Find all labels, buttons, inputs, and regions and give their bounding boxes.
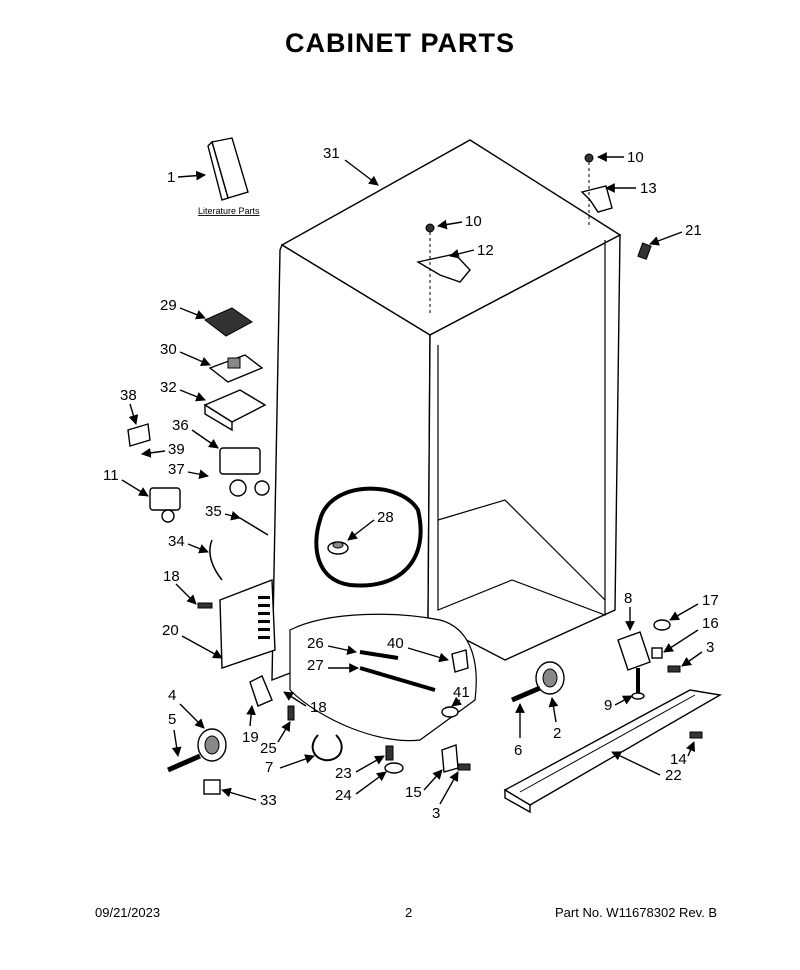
roller-axle-6 — [511, 685, 541, 703]
callout-7: 7 — [265, 759, 273, 776]
callout-38: 38 — [120, 387, 137, 404]
page-title: CABINET PARTS — [284, 28, 515, 58]
bracket-15 — [441, 744, 459, 773]
tube-34 — [209, 539, 223, 581]
callout-1: 1 — [167, 169, 175, 186]
callout-25: 25 — [260, 740, 277, 757]
literature-parts-label: Literature Parts — [198, 206, 260, 216]
callout-29: 29 — [160, 297, 177, 314]
callout-9: 9 — [604, 697, 612, 714]
callout-11: 11 — [103, 467, 119, 484]
callout-10-right: 10 — [627, 149, 644, 166]
callout-36: 36 — [172, 417, 189, 434]
callout-19: 19 — [242, 729, 259, 746]
roller-axle-5 — [166, 753, 202, 773]
screw-3-right — [667, 665, 681, 673]
water-valve-11 — [149, 487, 181, 523]
callout-23: 23 — [335, 765, 352, 782]
literature-booklet — [207, 137, 249, 201]
clip-24 — [384, 762, 404, 774]
tube-26 — [359, 650, 399, 660]
callout-40: 40 — [387, 635, 404, 652]
hinge-bracket-8 — [617, 631, 651, 671]
top-hinge-right — [580, 153, 613, 225]
drain-grommet-28 — [327, 541, 349, 555]
grommet-41 — [441, 706, 459, 718]
callout-31: 31 — [323, 145, 340, 162]
callout-34: 34 — [168, 533, 185, 550]
callout-18-center: 18 — [310, 699, 327, 716]
callout-18-left: 18 — [163, 568, 180, 585]
callout-33: 33 — [260, 792, 277, 809]
screw-18-left — [197, 602, 213, 609]
top-hinge-center — [416, 223, 471, 315]
cabinet-shell — [271, 139, 622, 742]
screw-14 — [689, 731, 703, 739]
callout-14: 14 — [670, 751, 687, 768]
drain-tube-7 — [311, 734, 343, 762]
footer-page-number: 2 — [405, 905, 413, 920]
footer-date: 09/21/2023 — [95, 905, 161, 920]
base-grille-22 — [503, 689, 723, 814]
callout-17: 17 — [702, 592, 719, 609]
screw-3-bottom — [457, 763, 471, 771]
callout-30: 30 — [160, 341, 177, 358]
callout-3-bottom: 3 — [432, 805, 440, 822]
callout-4: 4 — [168, 687, 176, 704]
control-board-30 — [208, 354, 264, 383]
control-cover-29 — [204, 307, 253, 337]
roller-4 — [197, 728, 227, 762]
callout-20: 20 — [162, 622, 179, 639]
callout-24: 24 — [335, 787, 352, 804]
screw-25 — [287, 705, 295, 721]
callouts: 1 31 10 13 21 10 12 29 30 32 38 36 39 37… — [103, 145, 719, 822]
callout-28: 28 — [377, 509, 394, 526]
hinge-pin-17 — [653, 619, 671, 631]
callout-10-center: 10 — [465, 213, 482, 230]
tube-35 — [239, 517, 269, 536]
callout-3-right: 3 — [706, 639, 714, 656]
rear-grille-20 — [219, 578, 276, 669]
footer-part-number: Part No. W11678302 Rev. B — [555, 905, 718, 920]
leveling-leg-9 — [631, 668, 645, 700]
clip-40 — [451, 649, 469, 673]
callout-12: 12 — [477, 242, 494, 259]
control-box-32 — [203, 389, 267, 432]
bracket-19 — [249, 675, 273, 707]
callout-13: 13 — [640, 180, 657, 197]
callout-26: 26 — [307, 635, 324, 652]
callout-41: 41 — [453, 684, 470, 701]
screw-23 — [385, 745, 394, 761]
bracket-38 — [127, 423, 151, 447]
callout-35: 35 — [205, 503, 222, 520]
callout-2: 2 — [553, 725, 561, 742]
callout-32: 32 — [160, 379, 177, 396]
callout-27: 27 — [307, 657, 324, 674]
bushing-16 — [651, 647, 663, 659]
callout-39: 39 — [168, 441, 185, 458]
callout-15: 15 — [405, 784, 422, 801]
roller-2 — [535, 661, 565, 695]
hinge-cap-21 — [637, 242, 652, 260]
callout-16: 16 — [702, 615, 719, 632]
callout-37: 37 — [168, 461, 185, 478]
callout-6: 6 — [514, 742, 522, 759]
callout-21: 21 — [685, 222, 702, 239]
callout-22: 22 — [665, 767, 682, 784]
tube-27 — [359, 666, 436, 692]
water-valve-36 — [219, 447, 270, 497]
callout-5: 5 — [168, 711, 176, 728]
callout-8: 8 — [624, 590, 632, 607]
foot-pad-33 — [203, 779, 221, 795]
